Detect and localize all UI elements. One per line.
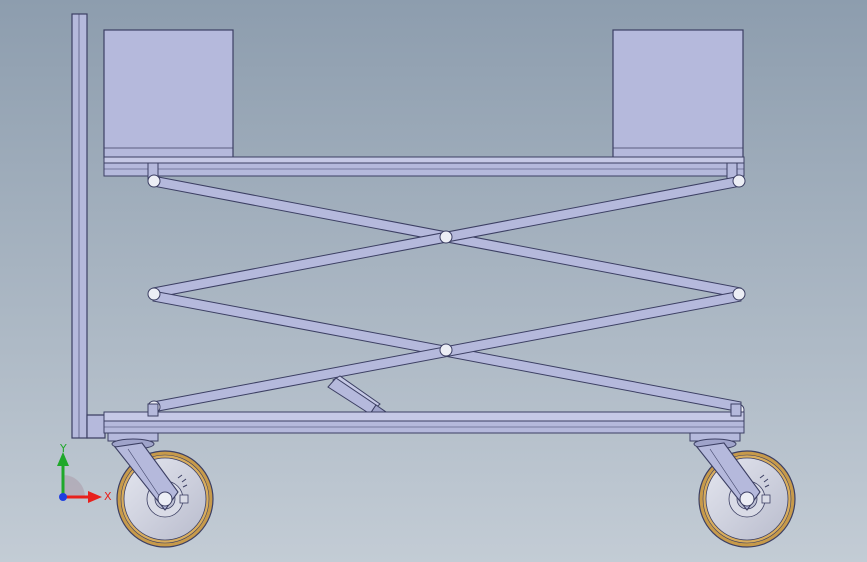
y-axis-arrow-icon [57,452,69,466]
top-platform[interactable] [103,156,745,181]
left-top-block[interactable] [103,29,234,159]
right-caster-wheel[interactable] [689,432,796,548]
pivot-joints [147,174,746,417]
scissor-linkage[interactable] [147,174,746,417]
vertical-handle-post[interactable] [71,13,106,439]
z-axis-dot-icon [59,493,67,501]
pivot-joint [439,343,453,357]
pivot-joint [147,174,161,188]
left-caster-wheel[interactable] [107,432,214,548]
pivot-joint [439,230,453,244]
axis-triad: Y X [57,442,112,503]
pivot-joint [147,287,161,301]
pivot-joint [732,174,746,188]
pivot-joint [732,287,746,301]
x-axis-label: X [104,490,112,503]
right-top-block[interactable] [612,29,744,159]
y-axis-label: Y [59,442,67,455]
triad-rotation-arc [63,475,85,497]
base-frame[interactable] [103,403,745,434]
scissor-arm [152,175,742,413]
x-axis-arrow-icon [88,491,102,503]
